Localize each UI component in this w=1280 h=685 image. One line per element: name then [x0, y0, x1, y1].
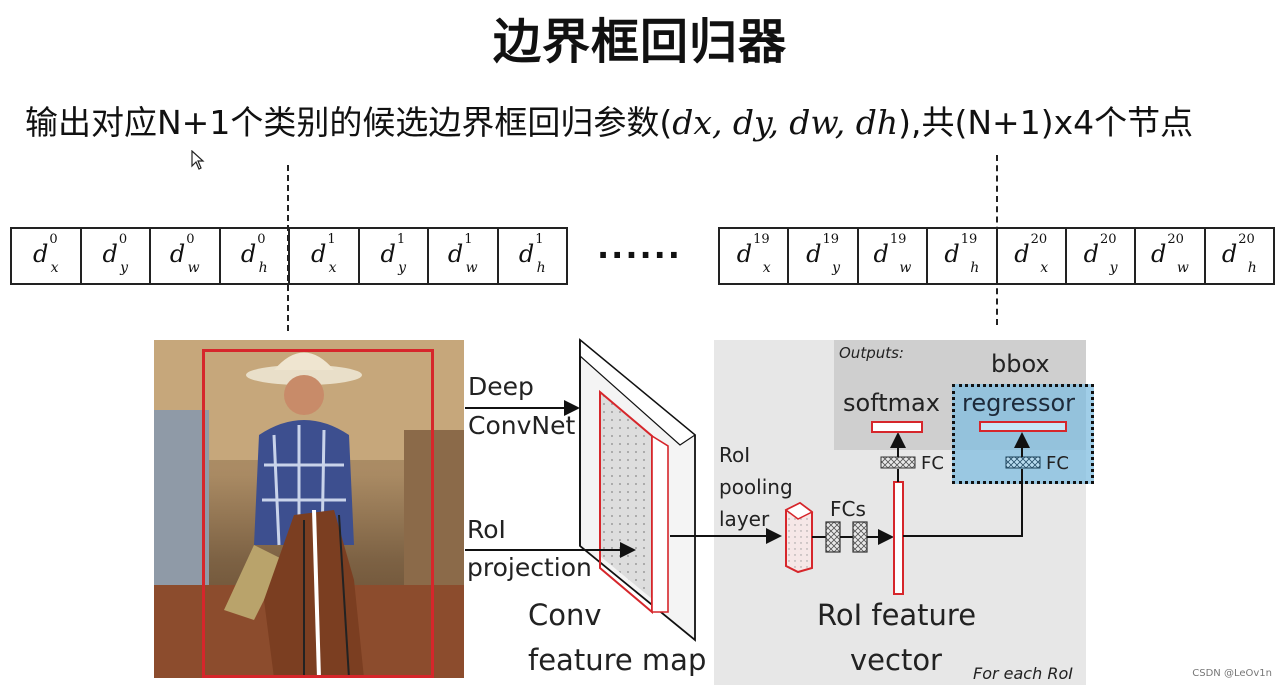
regressor-label: regressor	[962, 389, 1076, 417]
param-symbol: d0h	[240, 232, 268, 276]
param-cell: d0w	[151, 229, 221, 283]
param-symbol: d0y	[102, 232, 129, 276]
fc-layer-2	[852, 521, 868, 553]
deep-convnet-label-2: ConvNet	[468, 411, 576, 440]
conv-map-label-1: Conv	[528, 598, 602, 632]
param-cell: d19y	[789, 229, 859, 283]
param-cell: d19x	[720, 229, 790, 283]
regressor-fc-layer	[1005, 456, 1041, 469]
vector-to-regressor-link	[903, 469, 1023, 537]
fcs-label: FCs	[830, 497, 866, 521]
regressor-fc-label: FC	[1046, 453, 1069, 474]
slide-title: 边界框回归器	[492, 14, 787, 70]
roi-pooling-label-3: layer	[719, 507, 770, 531]
roi-projection-label-2: projection	[467, 553, 592, 582]
cowboy-illustration	[154, 340, 464, 678]
roi-pooling-label-1: RoI	[719, 443, 751, 467]
param-symbol: d19y	[806, 232, 840, 276]
param-cell: d20y	[1067, 229, 1137, 283]
param-symbol: d20x	[1014, 232, 1049, 276]
mouse-cursor-icon	[191, 150, 205, 170]
param-cell: d20x	[998, 229, 1067, 283]
for-each-roi-label: For each RoI	[973, 664, 1073, 683]
param-symbol: d19h	[944, 232, 980, 276]
param-symbol: d19x	[736, 232, 771, 276]
roi-vector-label-1: RoI feature	[817, 598, 977, 632]
param-cell: d19w	[859, 229, 929, 283]
watermark: CSDN @LeOv1n	[1192, 668, 1272, 679]
softmax-output-layer	[871, 421, 923, 433]
deep-convnet-label-1: Deep	[468, 372, 534, 401]
param-symbol: d1h	[518, 232, 546, 276]
param-symbol: d20w	[1150, 232, 1189, 276]
param-symbol: d0w	[169, 232, 200, 276]
fc-layer-1	[825, 521, 841, 553]
param-cell: d0y	[82, 229, 151, 283]
softmax-fc-label: FC	[921, 453, 944, 474]
param-cell: d0h	[221, 229, 290, 283]
softmax-fc-layer	[880, 456, 916, 469]
regressor-output-layer	[979, 421, 1067, 432]
param-cell: d20w	[1136, 229, 1206, 283]
param-row-left: d0x d0y d0w d0h d1x d1y d1w d1h	[10, 227, 568, 285]
object-bounding-box	[202, 349, 434, 678]
param-cell: d0x	[12, 229, 82, 283]
param-cell: d1w	[429, 229, 499, 283]
param-cell: d1h	[499, 229, 567, 283]
dashed-divider-left	[287, 165, 289, 331]
slide-subtitle: 输出对应N+1个类别的候选边界框回归参数(dx, dy, dw, dh),共(N…	[25, 96, 1193, 144]
subtitle-suffix: ),共(N+1)x4个节点	[898, 103, 1194, 142]
roi-feature-vector	[893, 481, 904, 595]
param-symbol: d19w	[873, 232, 912, 276]
roi-projection-label-1: RoI	[467, 515, 506, 544]
roi-vector-label-2: vector	[850, 643, 942, 677]
cowboy-photo	[154, 340, 464, 678]
param-symbol: d1x	[310, 232, 337, 276]
param-cell: d1y	[360, 229, 429, 283]
conv-feature-map-block	[579, 338, 697, 642]
outputs-label: Outputs:	[839, 344, 904, 362]
param-cell: d1x	[290, 229, 360, 283]
softmax-label: softmax	[843, 389, 940, 417]
param-symbol: d1y	[380, 232, 407, 276]
conv-map-label-2: feature map	[528, 643, 707, 677]
roi-pool-box	[784, 501, 814, 574]
dashed-divider-right	[996, 155, 998, 325]
param-cell: d20h	[1206, 229, 1273, 283]
subtitle-params: dx, dy, dw, dh	[672, 103, 899, 142]
param-symbol: d20h	[1221, 232, 1257, 276]
param-symbol: d20y	[1083, 232, 1118, 276]
bbox-label: bbox	[991, 350, 1050, 378]
param-symbol: d0x	[32, 232, 59, 276]
param-symbol: d1w	[447, 232, 478, 276]
roi-pooling-label-2: pooling	[719, 475, 793, 499]
ellipsis: ······	[597, 236, 682, 274]
subtitle-prefix: 输出对应N+1个类别的候选边界框回归参数(	[25, 103, 673, 142]
